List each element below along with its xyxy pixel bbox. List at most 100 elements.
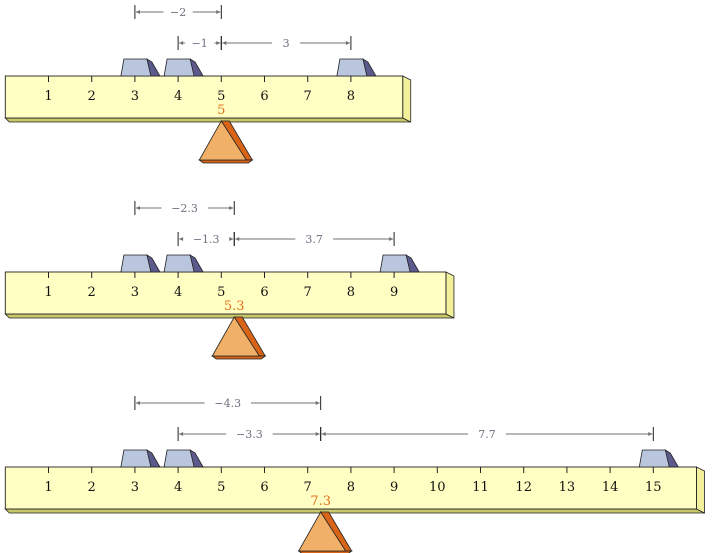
distance-marker: 3.7	[233, 232, 395, 246]
scale-tick-label: 2	[88, 285, 96, 300]
weight-front-face	[638, 449, 670, 468]
distance-label: 3	[283, 37, 290, 50]
fulcrum: 5.3	[211, 299, 267, 360]
scale-tick-label: 8	[347, 285, 355, 300]
weight-block	[379, 254, 420, 273]
scale-tick-label: 3	[131, 285, 139, 300]
distance-label: 7.7	[478, 428, 496, 441]
fulcrum-position-label: 7.3	[310, 494, 331, 509]
beam	[4, 466, 705, 514]
dimension-arrowhead	[216, 10, 221, 14]
weight-block	[163, 58, 204, 77]
weight-front-face	[379, 254, 411, 273]
scale-tick-label: 4	[174, 480, 182, 495]
dimension-arrowhead	[222, 41, 227, 45]
weight-front-face	[336, 58, 368, 77]
scale-tick-label: 4	[174, 285, 182, 300]
fulcrum-front-face	[198, 120, 248, 161]
distance-label: −1	[192, 37, 208, 50]
dimension-arrowhead	[179, 237, 184, 241]
distance-marker: −1.3	[177, 232, 235, 246]
scale-tick-label: 6	[260, 480, 268, 495]
distance-annotations: −4.3 −3.3 7.7	[134, 396, 654, 441]
scale-tick-label: 4	[174, 89, 182, 104]
beam-front-face	[4, 75, 404, 119]
weight-front-face	[120, 58, 152, 77]
scale-tick-label: 5	[217, 285, 225, 300]
dimension-arrowhead	[315, 401, 320, 405]
weight-front-face	[120, 449, 152, 468]
weight-block	[163, 449, 204, 468]
beam-end-face	[445, 271, 455, 319]
dimension-arrowhead	[648, 432, 653, 436]
beam-front-face	[4, 271, 447, 315]
distance-marker: 3	[220, 36, 352, 50]
beam-front-face	[4, 466, 697, 510]
scale-tick-label: 7	[304, 285, 312, 300]
dimension-arrowhead	[135, 206, 140, 210]
scale-tick-label: 5	[217, 480, 225, 495]
dimension-arrowhead	[229, 206, 234, 210]
weight-block	[638, 449, 679, 468]
distance-label: −2	[170, 6, 186, 19]
beam-bottom-face	[4, 313, 455, 319]
dimension-arrowhead	[389, 237, 394, 241]
scale-tick-label: 1	[44, 480, 52, 495]
weights	[120, 254, 420, 273]
weight-front-face	[163, 449, 195, 468]
distance-label: −2.3	[171, 202, 198, 215]
weights	[120, 58, 377, 77]
weight-block	[120, 254, 161, 273]
scale-tick-label: 15	[645, 480, 662, 495]
scale-tick-label: 2	[88, 480, 96, 495]
weights	[120, 449, 679, 468]
scale-tick-label: 6	[260, 89, 268, 104]
distance-marker: −2	[134, 5, 222, 19]
scale-tick-label: 3	[131, 480, 139, 495]
scale-tick-label: 7	[304, 89, 312, 104]
fulcrum-position-label: 5.3	[224, 299, 245, 314]
dimension-arrowhead	[235, 237, 240, 241]
dimension-arrowhead	[345, 41, 350, 45]
scale-tick-label: 10	[429, 480, 446, 495]
dimension-arrowhead	[135, 401, 140, 405]
distance-marker: 7.7	[320, 427, 654, 441]
scale-tick-label: 8	[347, 89, 355, 104]
scale-tick-label: 9	[390, 480, 398, 495]
dimension-arrowhead	[229, 237, 234, 241]
fulcrum-front-face	[297, 511, 347, 552]
distance-annotations: −2 −1 3	[134, 5, 352, 50]
dimension-arrowhead	[135, 10, 140, 14]
beam-bottom-face	[4, 117, 411, 123]
scale-tick-label: 14	[602, 480, 619, 495]
fulcrum-position-label: 5	[217, 103, 225, 118]
scale-tick-label: 2	[88, 89, 96, 104]
dimension-arrowhead	[179, 432, 184, 436]
beam	[4, 75, 412, 123]
beam	[4, 271, 455, 319]
fulcrum-base-face	[198, 159, 254, 164]
scale-tick-label: 13	[559, 480, 576, 495]
dimension-arrowhead	[216, 41, 221, 45]
scale-tick-label: 9	[390, 285, 398, 300]
distance-marker: −4.3	[134, 396, 322, 410]
beam-end-face	[402, 75, 412, 123]
dimension-arrowhead	[321, 432, 326, 436]
scale-tick-label: 5	[217, 89, 225, 104]
distance-label: −4.3	[214, 397, 241, 410]
distance-marker: −2.3	[134, 201, 235, 215]
fulcrum-base-face	[211, 355, 267, 360]
distance-marker: −1	[177, 36, 222, 50]
distance-marker: −3.3	[177, 427, 322, 441]
weight-block	[120, 449, 161, 468]
dimension-arrowhead	[315, 432, 320, 436]
fulcrum: 5	[198, 103, 254, 164]
weight-front-face	[163, 58, 195, 77]
